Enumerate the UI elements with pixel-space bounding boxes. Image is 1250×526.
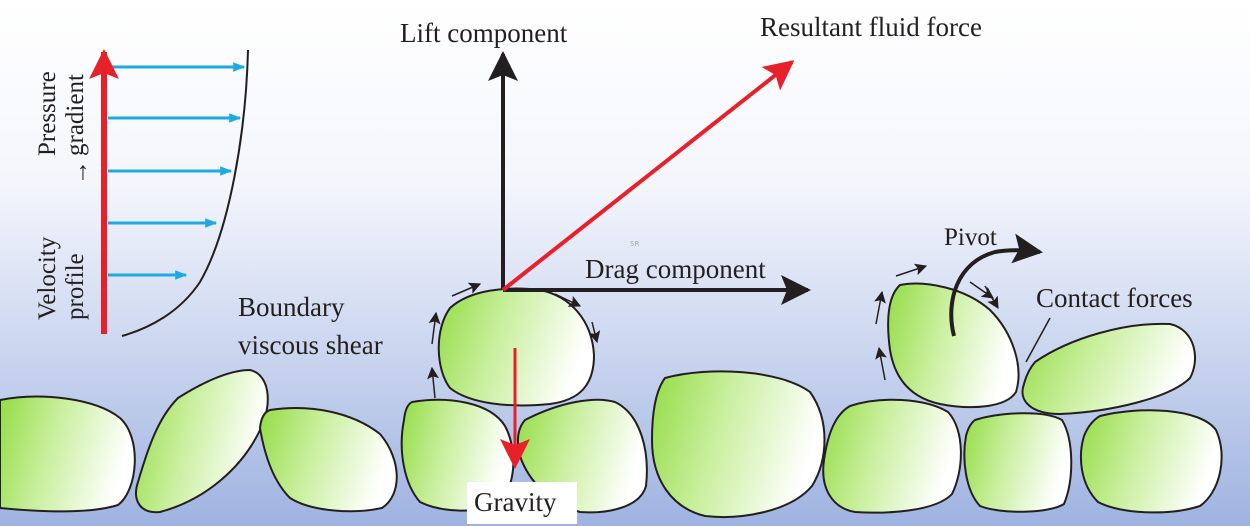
watermark-text: SR <box>630 240 639 248</box>
gravity-label: Gravity <box>474 487 557 517</box>
bed-grains <box>0 282 1223 518</box>
shear-arrow <box>428 311 441 345</box>
shear-arrow <box>969 281 994 299</box>
contact-leader-line <box>1025 317 1051 363</box>
gravity-label-box <box>467 482 577 524</box>
boundary-label-line2: viscous shear <box>238 330 383 360</box>
shear-arrow <box>427 366 440 399</box>
shear-arrow <box>895 263 928 277</box>
grain <box>1079 409 1223 514</box>
resultant-label: Resultant fluid force <box>760 12 982 42</box>
shear-arrow <box>451 282 482 297</box>
shear-arrows <box>427 263 999 399</box>
shear-arrow <box>588 321 601 344</box>
grain <box>258 407 398 513</box>
flow-direction-glyph: → <box>66 160 93 185</box>
grain <box>963 412 1073 513</box>
velocity-profile-curve <box>121 49 249 337</box>
shear-arrow <box>875 346 887 381</box>
shear-arrow <box>554 293 582 307</box>
velocity-profile <box>89 49 249 337</box>
boundary-label-line1: Boundary <box>238 292 345 322</box>
drag-label: Drag component <box>585 254 766 284</box>
lift-label: Lift component <box>400 18 568 48</box>
contact-label: Contact forces <box>1036 283 1193 313</box>
grain <box>650 370 826 518</box>
force-vectors <box>488 51 811 469</box>
shear-arrow <box>874 290 886 325</box>
grain <box>1021 322 1197 416</box>
pressure-label-line1: Pressure <box>34 71 61 156</box>
pivoting-grain <box>887 282 1020 409</box>
grain <box>0 395 136 513</box>
grain <box>822 398 962 514</box>
pivot-rotation-arrow <box>949 233 1043 337</box>
velocity-label-line1: Velocity <box>34 236 61 320</box>
pivot-label: Pivot <box>944 224 997 251</box>
shear-arrow <box>984 285 999 310</box>
pressure-label-line2: gradient <box>62 74 89 156</box>
velocity-label-line2: profile <box>62 253 89 320</box>
grain <box>135 368 269 514</box>
resultant-force-arrow <box>501 60 795 292</box>
